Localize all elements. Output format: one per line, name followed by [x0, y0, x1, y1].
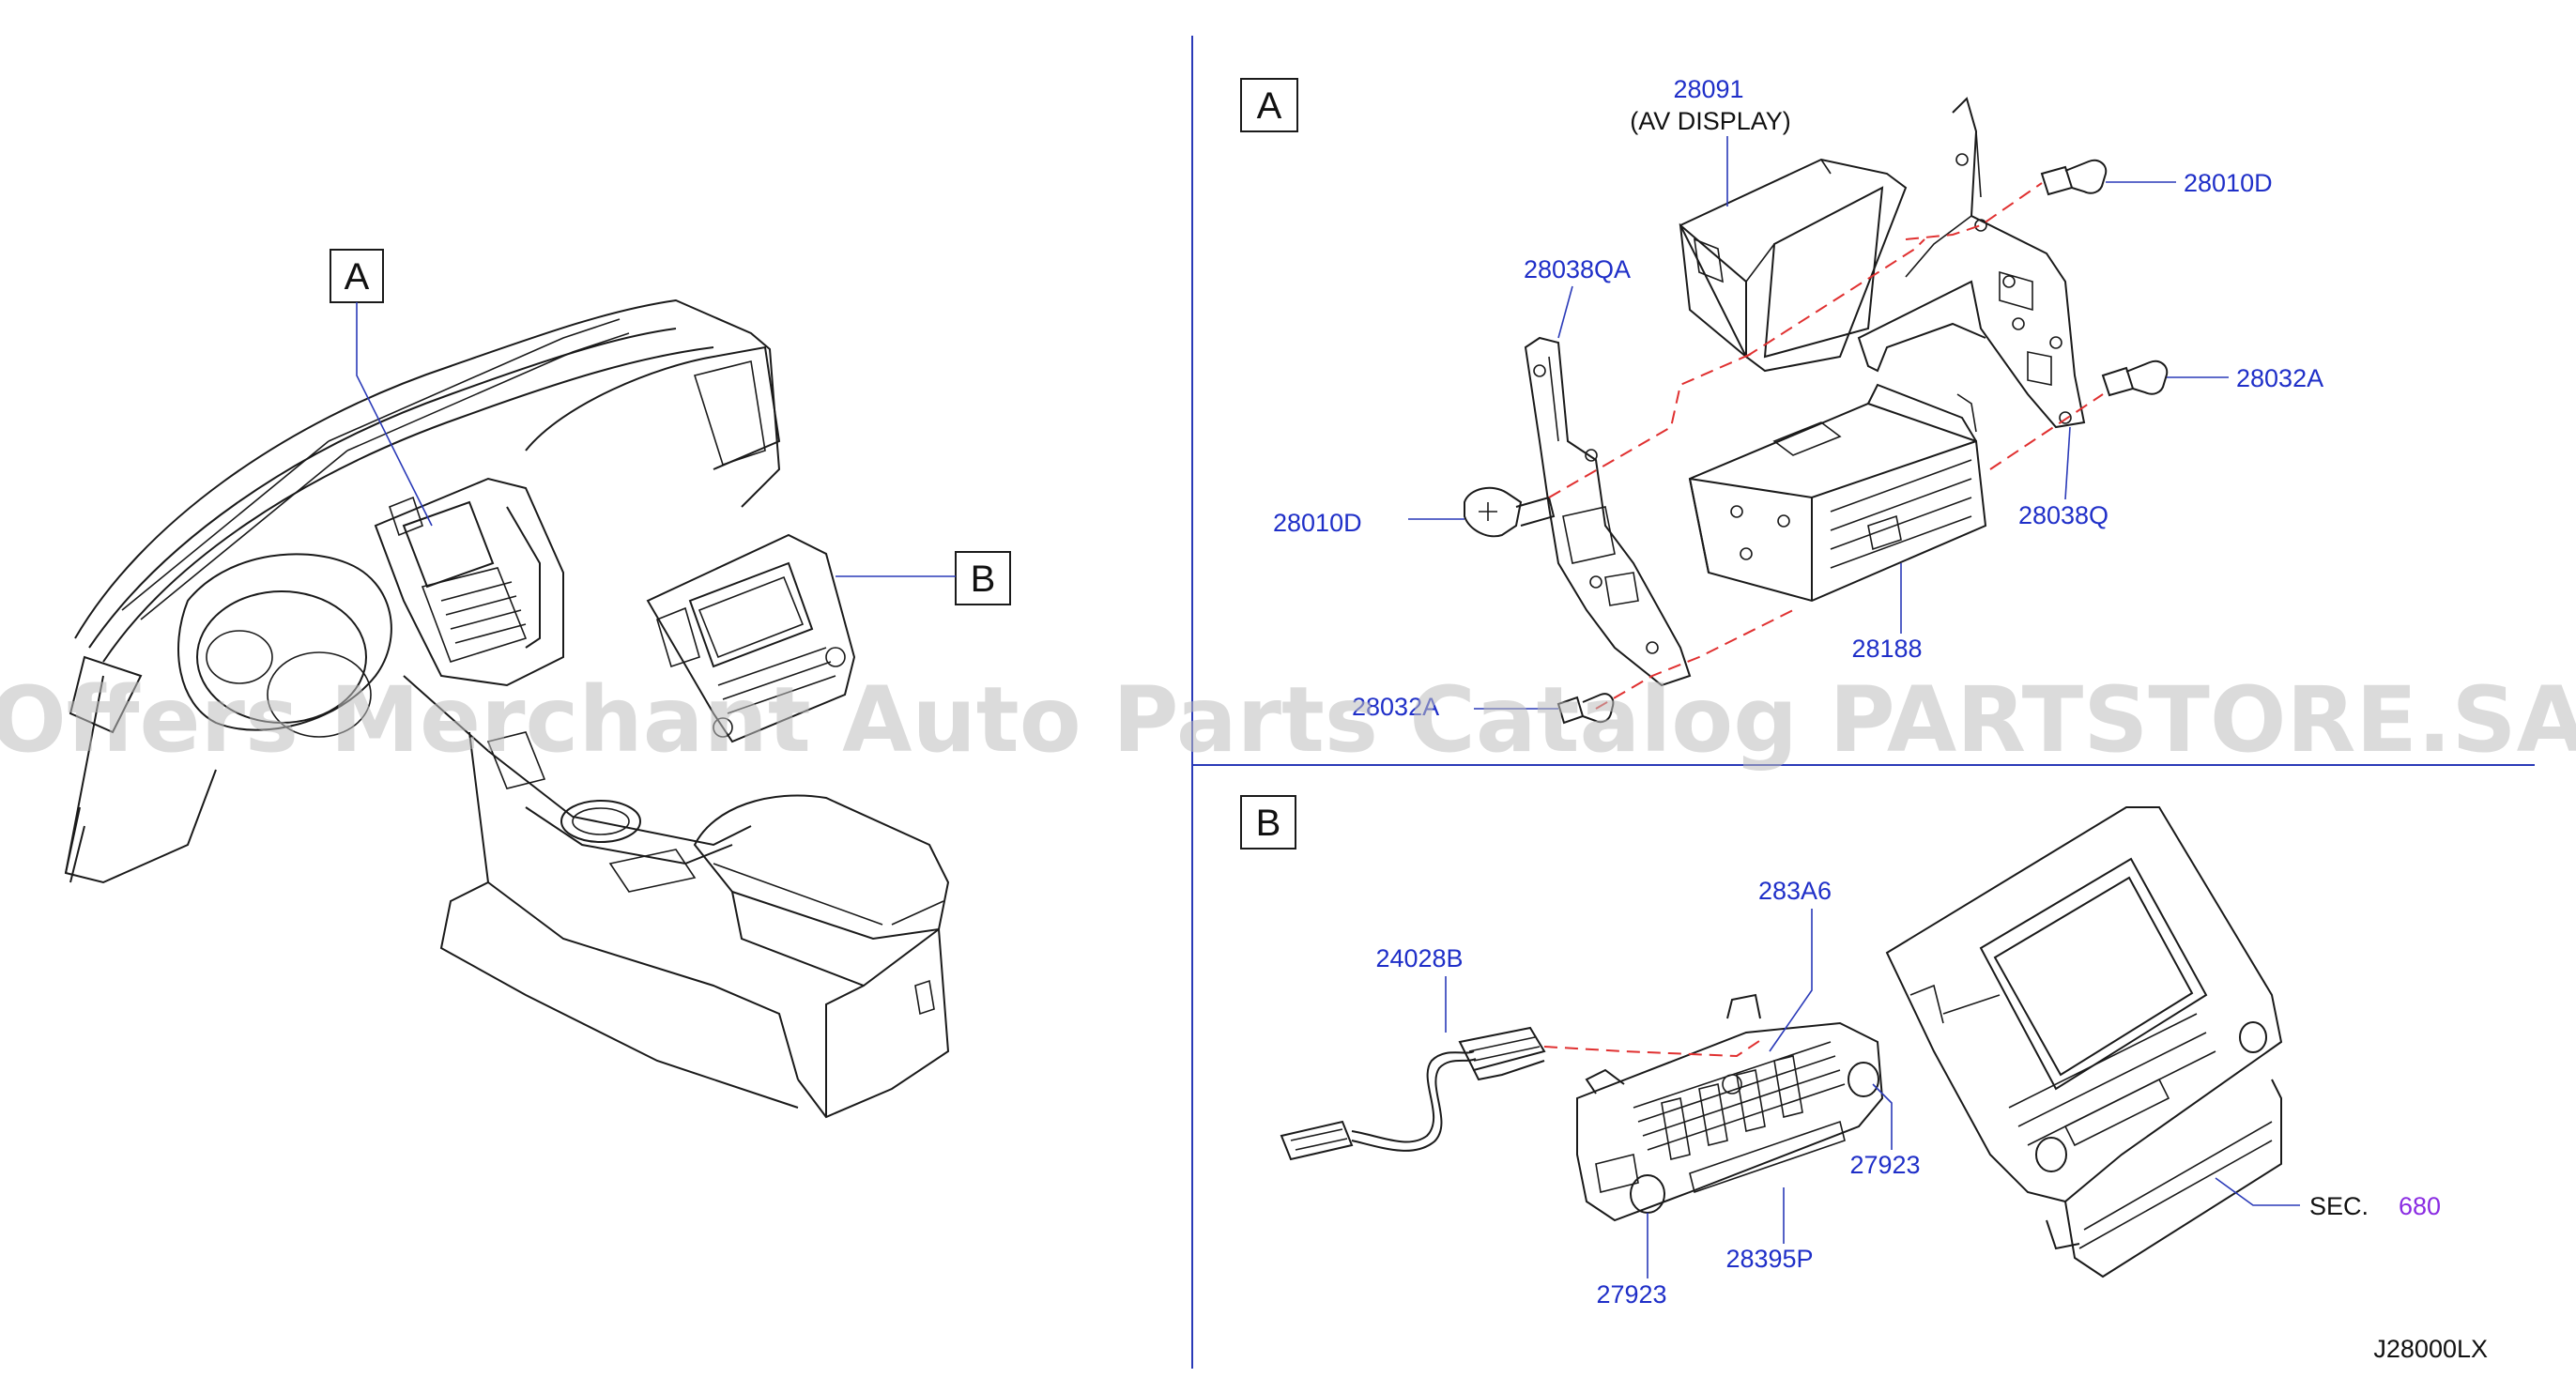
leader-27923-right — [1872, 1083, 1893, 1150]
label-27923-right[interactable]: 27923 — [1849, 1151, 1920, 1179]
leader-28038QA — [1557, 285, 1573, 339]
label-28091-desc: (AV DISPLAY) — [1630, 107, 1791, 135]
label-283A6[interactable]: 283A6 — [1758, 877, 1832, 905]
label-28010D-right[interactable]: 28010D — [2184, 169, 2273, 197]
label-28091[interactable]: 28091 — [1673, 75, 1743, 103]
detail-b-box[interactable] — [1240, 795, 1296, 850]
detail-b-dashed-alignment — [1543, 1036, 1766, 1058]
detail-b-drawing — [1280, 806, 2283, 1278]
label-28188[interactable]: 28188 — [1851, 635, 1922, 663]
leader-28038Q — [2064, 426, 2071, 500]
callout-a-letter: A — [345, 256, 370, 298]
callout-a-box[interactable] — [330, 249, 384, 303]
detail-b-letter: B — [1256, 803, 1281, 844]
label-27923-left[interactable]: 27923 — [1596, 1280, 1666, 1309]
label-sec-680[interactable]: 680 — [2399, 1192, 2441, 1220]
label-24028B[interactable]: 24028B — [1375, 944, 1463, 972]
label-28038QA[interactable]: 28038QA — [1524, 255, 1631, 283]
leader-sec-680 — [2215, 1177, 2300, 1206]
leader-283A6 — [1769, 909, 1813, 1052]
label-28038Q[interactable]: 28038Q — [2018, 501, 2108, 529]
watermark-text: Offers Merchant Auto Parts Catalog PARTS… — [0, 667, 2576, 773]
dashboard-overview-drawing — [64, 298, 950, 1119]
label-sec-prefix: SEC. — [2309, 1192, 2369, 1220]
label-28032A-left[interactable]: 28032A — [1352, 693, 1439, 721]
label-28010D-left[interactable]: 28010D — [1273, 509, 1362, 537]
callout-b-box[interactable] — [955, 551, 1011, 605]
callout-b-letter: B — [971, 559, 996, 600]
callout-a-leader — [356, 302, 433, 527]
label-28395P[interactable]: 28395P — [1725, 1245, 1813, 1273]
diagram-code: J28000LX — [2373, 1335, 2488, 1363]
detail-a-dashed-alignment — [1548, 182, 2104, 710]
detail-a-letter: A — [1257, 85, 1282, 127]
label-28032A-right[interactable]: 28032A — [2236, 364, 2323, 392]
detail-a-box[interactable] — [1240, 78, 1298, 132]
detail-a-drawing — [1464, 97, 2169, 725]
